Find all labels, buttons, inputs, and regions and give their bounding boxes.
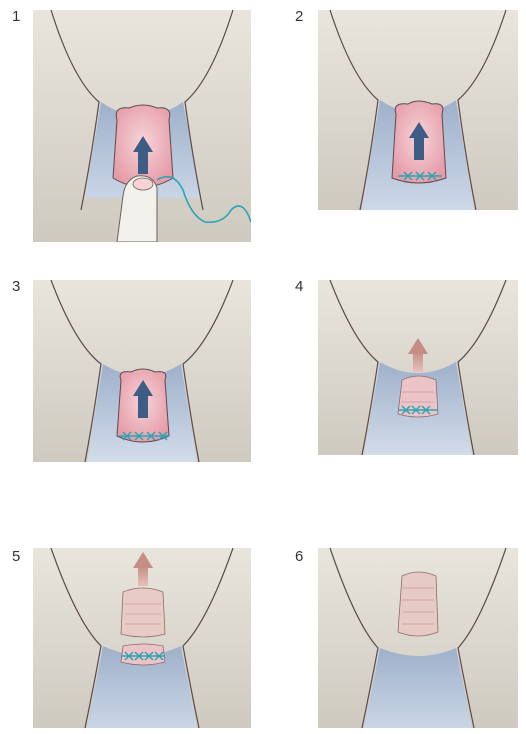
step-number-6: 6 — [295, 548, 303, 565]
step-number-4: 4 — [295, 278, 303, 295]
folded-sac — [121, 588, 165, 637]
folded-sac — [398, 376, 438, 417]
illustration-step-1 — [33, 10, 251, 242]
step-number-2: 2 — [295, 8, 303, 25]
illustration-step-3 — [33, 280, 251, 462]
canal — [364, 648, 472, 728]
illustration-step-5 — [33, 548, 251, 728]
step-number-1: 1 — [12, 8, 20, 25]
illustration-step-4 — [318, 280, 518, 455]
illustration-step-6 — [318, 548, 518, 728]
step-number-5: 5 — [12, 548, 20, 565]
illustration-step-2 — [318, 10, 518, 210]
inverted-sac — [398, 572, 438, 636]
step-number-3: 3 — [12, 278, 20, 295]
